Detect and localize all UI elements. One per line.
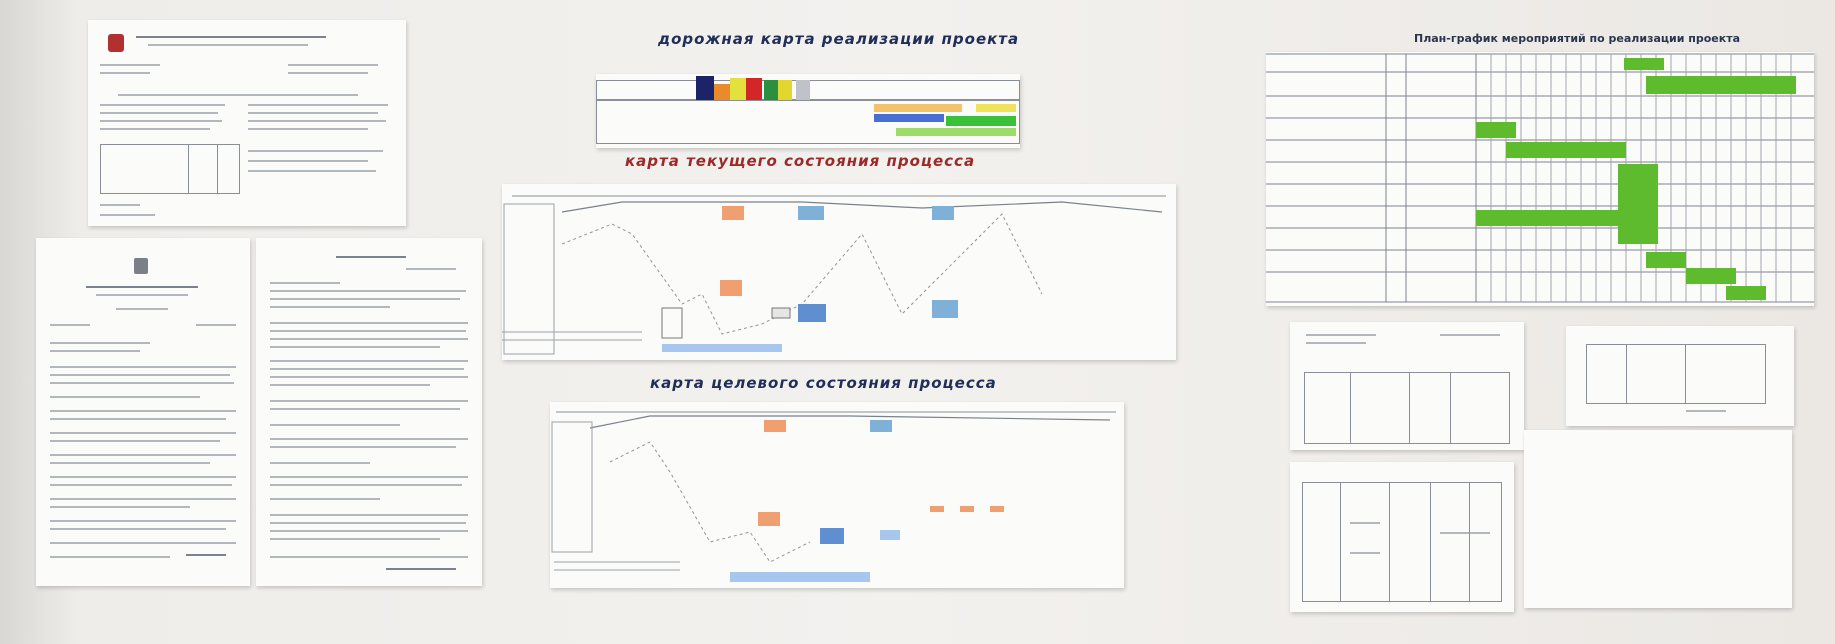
document-order-page2 [256, 238, 482, 586]
responsibility-table-right [1566, 326, 1794, 426]
current-state-flow-lines [502, 195, 1166, 355]
responsibility-table-left [1290, 322, 1524, 450]
responsibility-table-left-bottom [1290, 462, 1514, 612]
roadmap-table [596, 74, 1020, 148]
blank-sheet-right [1524, 430, 1792, 608]
emblem-icon [134, 258, 148, 274]
emblem-icon [108, 34, 124, 52]
gantt-grid [1266, 53, 1814, 303]
target-state-flow-lines [551, 411, 1116, 582]
gantt-title: План-график мероприятий по реализации пр… [1414, 32, 1741, 45]
document-order-top [88, 20, 406, 226]
document-order-page1 [36, 238, 250, 586]
current-state-map [502, 184, 1176, 360]
target-state-map [550, 402, 1124, 588]
gantt-chart [1266, 52, 1814, 306]
roadmap-title: дорожная карта реализации проекта [658, 30, 1020, 48]
target-state-title: карта целевого состояния процесса [650, 374, 997, 392]
current-state-title: карта текущего состояния процесса [625, 152, 976, 170]
